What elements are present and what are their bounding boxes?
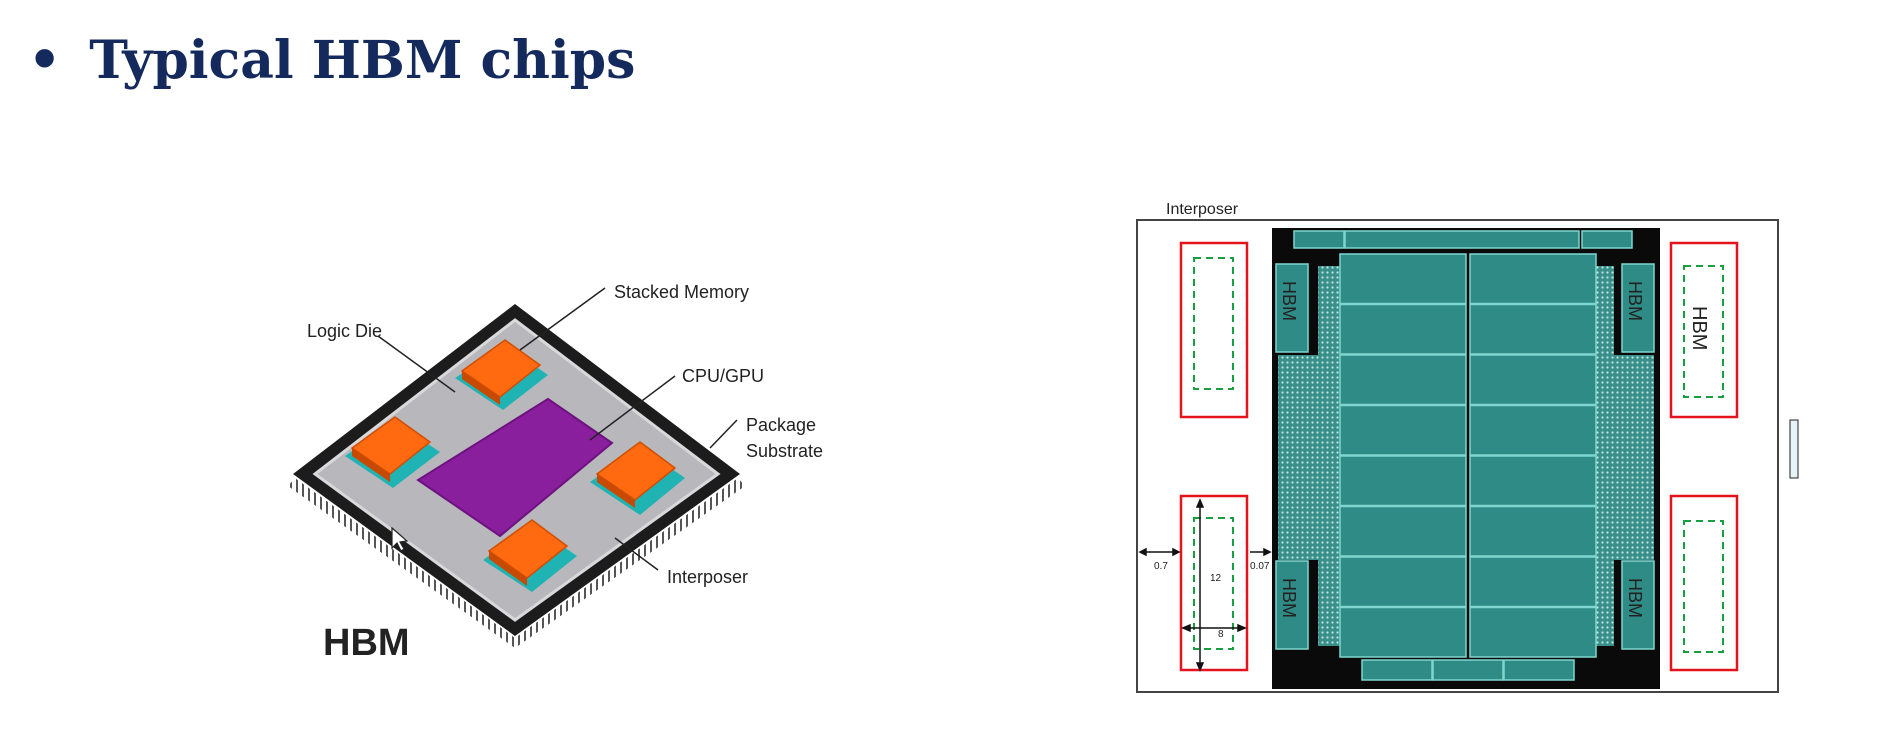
- hbm-stack-bottom: [483, 519, 577, 592]
- edge-artifact: [1789, 419, 1799, 479]
- die-top-bar: [1293, 230, 1633, 249]
- dim-left-gap: 0.7: [1154, 561, 1168, 572]
- compute-tile: [1339, 556, 1467, 608]
- hbm-phy-bottom-left: HBM: [1275, 560, 1309, 650]
- title-text: Typical HBM chips: [89, 30, 636, 91]
- compute-tile-grid: [1339, 253, 1597, 658]
- label-logic-die: Logic Die: [307, 321, 382, 341]
- hbm-phy-label: HBM: [1279, 578, 1299, 618]
- cursor-icon: [391, 526, 409, 552]
- compute-tile: [1339, 606, 1467, 658]
- dotted-strip-left: [1318, 266, 1340, 646]
- compute-tile: [1469, 354, 1597, 406]
- hbm-site-bottom-left: [1179, 494, 1249, 672]
- hbm-stack-top: [455, 339, 548, 410]
- leader-package-substrate: [709, 419, 738, 449]
- dim-right-gap: 0.07: [1250, 561, 1270, 572]
- compute-tile: [1339, 404, 1467, 456]
- compute-tile: [1339, 505, 1467, 557]
- dotted-strip-right: [1592, 266, 1614, 646]
- leader-stacked-memory: [519, 287, 606, 351]
- dim-height: 12: [1210, 573, 1222, 584]
- hbm-stack-left: [345, 416, 440, 488]
- die-bottom-bar: [1361, 659, 1575, 681]
- label-package: Package: [746, 415, 816, 435]
- slide-title: • Typical HBM chips: [28, 30, 635, 91]
- interposer-label: Interposer: [1166, 201, 1239, 218]
- compute-tile: [1469, 606, 1597, 658]
- title-bullet: •: [28, 30, 62, 91]
- compute-tile: [1469, 404, 1597, 456]
- leader-logic-die: [377, 335, 456, 393]
- dimension-annotations: [1138, 498, 1272, 672]
- compute-tile: [1339, 455, 1467, 507]
- hbm-site-bottom-right: [1669, 494, 1739, 672]
- hbm-phy-top-left: HBM: [1275, 263, 1309, 353]
- compute-tile: [1339, 303, 1467, 355]
- leader-cpu-gpu: [589, 375, 676, 441]
- hbm-site-top-right: HBM: [1669, 241, 1739, 419]
- interposer-floorplan: Interposer HBM HBM: [1136, 201, 1799, 693]
- hbm-package-diagram: Stacked Memory Logic Die CPU/GPU Package…: [288, 282, 823, 664]
- dim-width: 8: [1218, 629, 1224, 640]
- hbm-site-top-left: [1179, 241, 1249, 419]
- compute-tile: [1339, 253, 1467, 305]
- hbm-phy-bottom-right: HBM: [1621, 560, 1655, 650]
- hbm-phy-label: HBM: [1625, 281, 1645, 321]
- compute-tile: [1469, 505, 1597, 557]
- leader-interposer: [614, 537, 659, 571]
- hbm-phy-label: HBM: [1279, 281, 1299, 321]
- compute-tile: [1339, 354, 1467, 406]
- hbm-site-label: HBM: [1688, 306, 1710, 350]
- hbm-stack-right: [590, 441, 685, 515]
- compute-tile: [1469, 556, 1597, 608]
- compute-tile: [1469, 303, 1597, 355]
- hbm-phy-label: HBM: [1625, 578, 1645, 618]
- compute-tile: [1469, 253, 1597, 305]
- label-hbm-caption: HBM: [323, 622, 410, 664]
- label-interposer: Interposer: [667, 567, 748, 587]
- compute-tile: [1469, 455, 1597, 507]
- hbm-phy-top-right: HBM: [1621, 263, 1655, 353]
- cpu-gpu-die: [416, 397, 614, 538]
- label-stacked-memory: Stacked Memory: [614, 282, 749, 302]
- label-substrate: Substrate: [746, 441, 823, 461]
- label-cpu-gpu: CPU/GPU: [682, 366, 764, 386]
